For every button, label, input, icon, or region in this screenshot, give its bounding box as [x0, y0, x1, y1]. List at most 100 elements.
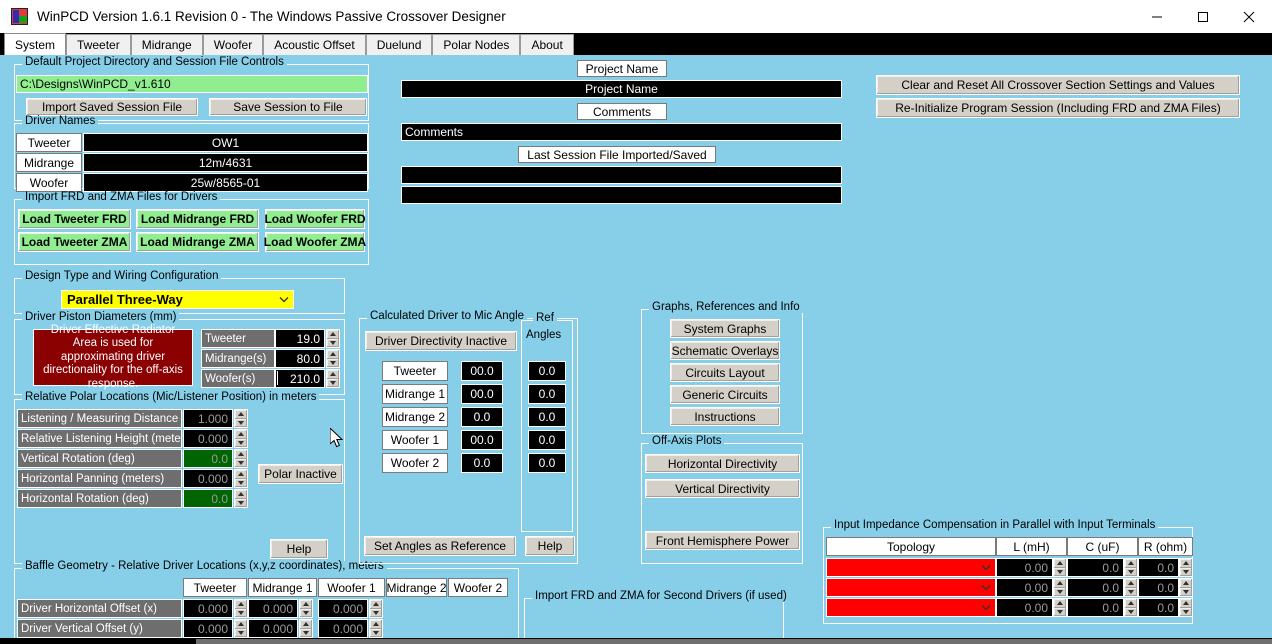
maximize-icon[interactable] — [1180, 0, 1226, 33]
spinner-up-icon[interactable] — [1054, 579, 1066, 588]
load-load-woofer-frd[interactable]: Load Woofer FRD — [265, 209, 365, 229]
spinner-down-icon[interactable] — [235, 629, 247, 638]
spinner-up-icon[interactable] — [235, 620, 247, 629]
spinner-up-icon[interactable] — [1125, 599, 1137, 608]
impedance-topology-combo-0[interactable]: No Parallel Elements — [826, 558, 996, 577]
baffle-field-1-2[interactable]: 0.000 — [318, 619, 368, 638]
spinner-up-icon[interactable] — [235, 430, 247, 439]
piston-field-1[interactable]: 80.0 — [275, 349, 325, 368]
offaxis-front-hemisphere-power-button[interactable]: Front Hemisphere Power — [645, 531, 800, 550]
spinner-down-icon[interactable] — [1054, 588, 1066, 597]
impedance-l-field-1[interactable]: 0.00 — [996, 578, 1053, 597]
baffle-field-1-1[interactable]: 0.000 — [248, 619, 298, 638]
tab-about[interactable]: About — [520, 34, 573, 55]
project-path-field[interactable]: C:\Designs\WinPCD_v1.610 — [16, 75, 368, 93]
spinner-control[interactable] — [1179, 598, 1193, 617]
spinner-down-icon[interactable] — [1180, 588, 1192, 597]
spinner-control[interactable] — [1179, 558, 1193, 577]
polar-field-2[interactable]: 0.0 — [183, 449, 233, 468]
spinner-control[interactable] — [326, 349, 340, 368]
comments-button[interactable]: Comments — [577, 103, 667, 120]
spinner-up-icon[interactable] — [327, 350, 339, 359]
spinner-control[interactable] — [369, 599, 383, 618]
spinner-down-icon[interactable] — [235, 459, 247, 468]
graphs-instructions-button[interactable]: Instructions — [670, 407, 780, 426]
spinner-control[interactable] — [234, 409, 248, 428]
spinner-down-icon[interactable] — [1054, 608, 1066, 617]
driver-name-field-0[interactable]: OW1 — [83, 133, 368, 152]
import-session-button[interactable]: Import Saved Session File — [26, 98, 198, 116]
spinner-down-icon[interactable] — [235, 439, 247, 448]
driver-name-field-1[interactable]: 12m/4631 — [83, 153, 368, 172]
polar-help-button[interactable]: Help — [270, 539, 328, 559]
spinner-up-icon[interactable] — [1180, 579, 1192, 588]
spinner-down-icon[interactable] — [1125, 568, 1137, 577]
polar-inactive-button[interactable]: Polar Inactive — [258, 464, 343, 484]
close-icon[interactable] — [1226, 0, 1272, 33]
spinner-control[interactable] — [1124, 598, 1138, 617]
graphs-generic-circuits-button[interactable]: Generic Circuits — [670, 385, 780, 404]
spinner-up-icon[interactable] — [300, 600, 312, 609]
load-load-tweeter-frd[interactable]: Load Tweeter FRD — [18, 209, 131, 229]
spinner-control[interactable] — [369, 619, 383, 638]
spinner-control[interactable] — [234, 449, 248, 468]
impedance-c-field-1[interactable]: 0.0 — [1067, 578, 1124, 597]
spinner-up-icon[interactable] — [235, 410, 247, 419]
graphs-schematic-overlays-button[interactable]: Schematic Overlays — [670, 341, 780, 360]
driver-name-field-2[interactable]: 25w/8565-01 — [83, 173, 368, 192]
tab-tweeter[interactable]: Tweeter — [66, 34, 131, 55]
offaxis-vertical-directivity-button[interactable]: Vertical Directivity — [645, 479, 800, 498]
spinner-up-icon[interactable] — [1180, 559, 1192, 568]
spinner-up-icon[interactable] — [1054, 599, 1066, 608]
impedance-c-field-2[interactable]: 0.0 — [1067, 598, 1124, 617]
spinner-control[interactable] — [234, 429, 248, 448]
comments-field[interactable]: Comments — [401, 123, 842, 141]
polar-field-0[interactable]: 1.000 — [183, 409, 233, 428]
graphs-circuits-layout-button[interactable]: Circuits Layout — [670, 363, 780, 382]
spinner-control[interactable] — [1124, 558, 1138, 577]
mic-angle-help-button[interactable]: Help — [525, 536, 575, 556]
polar-field-3[interactable]: 0.000 — [183, 469, 233, 488]
last-session-field-1[interactable] — [401, 166, 842, 184]
minimize-icon[interactable] — [1134, 0, 1180, 33]
load-load-midrange-zma[interactable]: Load Midrange ZMA — [136, 232, 259, 252]
spinner-control[interactable] — [234, 489, 248, 508]
spinner-up-icon[interactable] — [235, 600, 247, 609]
spinner-down-icon[interactable] — [370, 609, 382, 618]
graphs-system-graphs-button[interactable]: System Graphs — [670, 319, 780, 338]
spinner-control[interactable] — [234, 599, 248, 618]
spinner-down-icon[interactable] — [370, 629, 382, 638]
load-load-midrange-frd[interactable]: Load Midrange FRD — [136, 209, 259, 229]
spinner-down-icon[interactable] — [1180, 608, 1192, 617]
piston-field-2[interactable]: 210.0 — [275, 369, 325, 388]
impedance-r-field-1[interactable]: 0.0 — [1138, 578, 1179, 597]
last-session-button[interactable]: Last Session File Imported/Saved — [518, 146, 716, 163]
spinner-control[interactable] — [234, 469, 248, 488]
spinner-up-icon[interactable] — [1125, 579, 1137, 588]
tab-system[interactable]: System — [4, 33, 66, 55]
spinner-down-icon[interactable] — [1180, 568, 1192, 577]
spinner-down-icon[interactable] — [300, 609, 312, 618]
design-type-combo[interactable]: Parallel Three-Way — [61, 290, 294, 309]
tab-duelund[interactable]: Duelund — [366, 34, 433, 55]
spinner-control[interactable] — [1053, 558, 1067, 577]
spinner-down-icon[interactable] — [300, 629, 312, 638]
spinner-down-icon[interactable] — [235, 479, 247, 488]
spinner-control[interactable] — [299, 619, 313, 638]
spinner-control[interactable] — [1179, 578, 1193, 597]
impedance-l-field-2[interactable]: 0.00 — [996, 598, 1053, 617]
last-session-field-2[interactable] — [401, 186, 842, 204]
spinner-control[interactable] — [326, 369, 340, 388]
spinner-down-icon[interactable] — [327, 359, 339, 368]
spinner-up-icon[interactable] — [300, 620, 312, 629]
spinner-control[interactable] — [326, 329, 340, 348]
spinner-down-icon[interactable] — [327, 339, 339, 348]
impedance-c-field-0[interactable]: 0.0 — [1067, 558, 1124, 577]
reinitialize-button[interactable]: Re-Initialize Program Session (Including… — [876, 98, 1240, 118]
baffle-field-0-1[interactable]: 0.000 — [248, 599, 298, 618]
spinner-down-icon[interactable] — [1125, 588, 1137, 597]
baffle-field-0-2[interactable]: 0.000 — [318, 599, 368, 618]
spinner-control[interactable] — [1124, 578, 1138, 597]
spinner-up-icon[interactable] — [235, 490, 247, 499]
driver-directivity-button[interactable]: Driver Directivity Inactive — [365, 331, 517, 351]
